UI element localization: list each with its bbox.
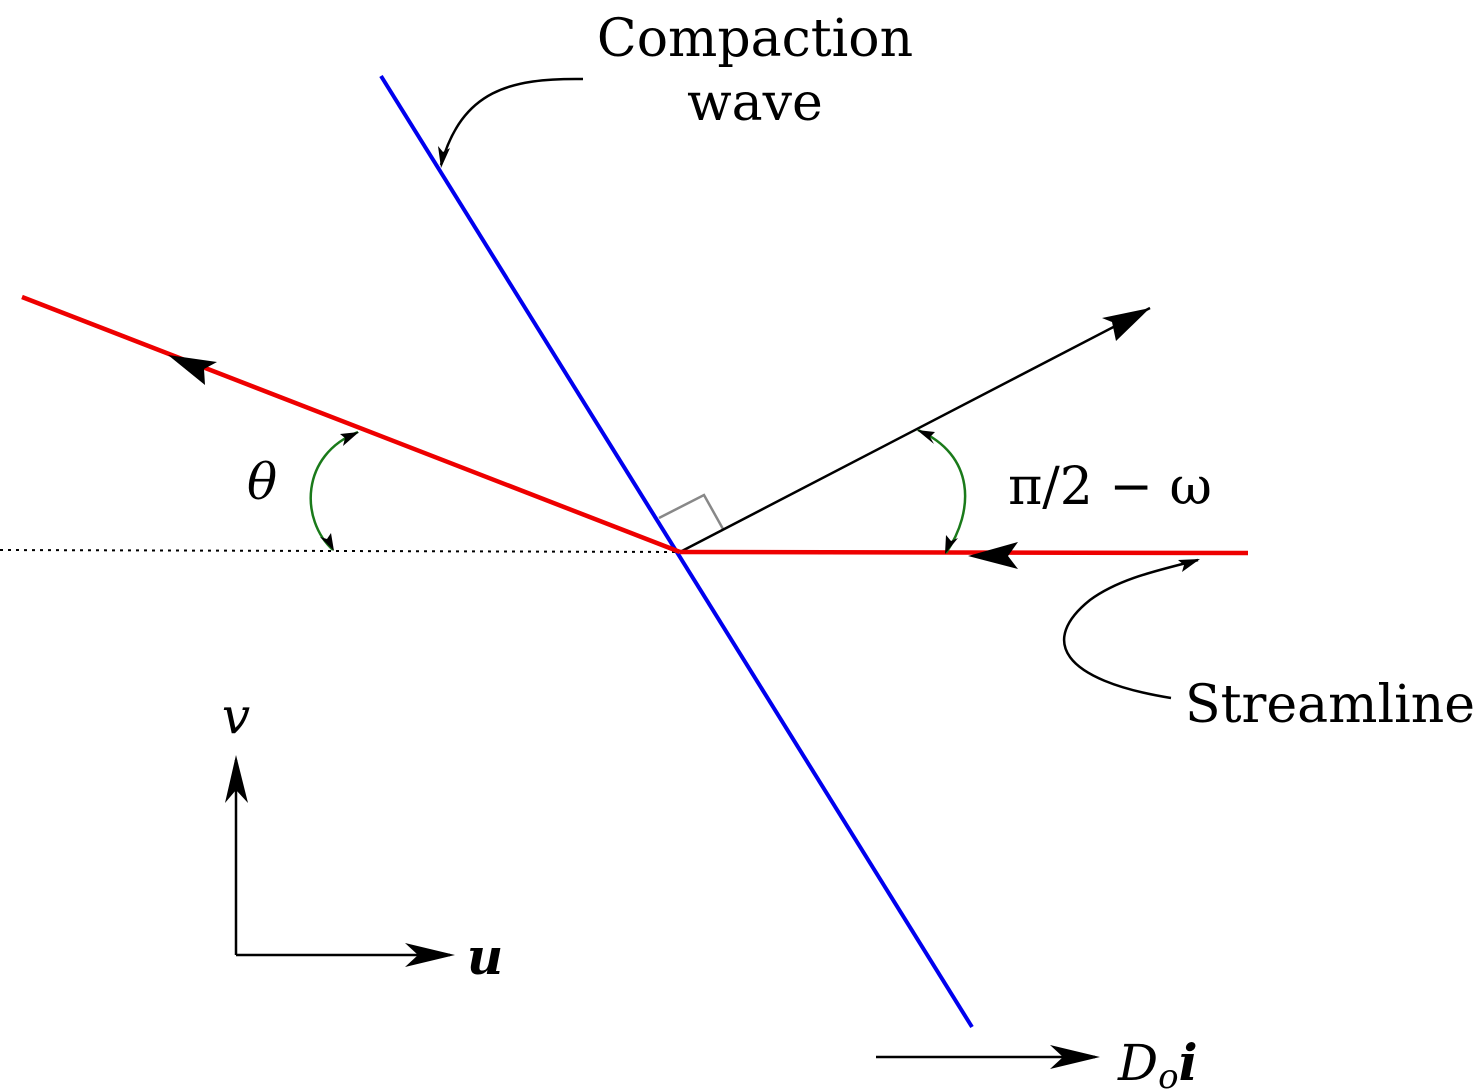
theta-arc-arrowhead-top xyxy=(340,432,359,446)
compaction-label-line2: wave xyxy=(687,73,823,133)
velocity-label: Doi xyxy=(1117,1033,1198,1091)
velocity-arrowhead xyxy=(1050,1045,1100,1069)
compaction-leader-curve xyxy=(439,77,584,166)
pi-half-minus-omega-label: π/2 − ω xyxy=(1008,457,1212,517)
u-axis-arrowhead xyxy=(405,943,455,967)
theta-arc-arrowhead-bottom xyxy=(320,533,334,551)
wave-normal-arrowhead xyxy=(1102,308,1150,341)
u-axis-label: u xyxy=(467,927,503,986)
velocity-label-D: D xyxy=(1117,1034,1158,1091)
reference-dotted-line xyxy=(0,549,681,553)
compaction-label-line1: Compaction xyxy=(597,9,913,69)
v-axis-arrowhead xyxy=(225,755,248,803)
pi-half-minus-omega-arc xyxy=(917,428,967,554)
streamline-downstream xyxy=(21,294,681,555)
theta-label: θ xyxy=(247,453,277,511)
compaction-leader-arrowhead xyxy=(438,146,450,168)
streamline-downstream-arrowhead xyxy=(168,355,217,385)
v-axis-label: v xyxy=(222,687,250,745)
velocity-label-i: i xyxy=(1179,1033,1198,1091)
streamline-label: Streamline xyxy=(1185,675,1475,735)
velocity-label-sub: o xyxy=(1158,1057,1178,1091)
streamline-leader-curve xyxy=(1062,558,1199,700)
streamline-upstream xyxy=(679,549,1249,556)
right-angle-marker xyxy=(658,493,725,530)
theta-angle-arc xyxy=(309,430,359,551)
streamline-leader-arrowhead xyxy=(1178,559,1200,572)
pi-arc-arrowhead-top xyxy=(917,430,935,444)
wave-normal-line xyxy=(679,306,1151,554)
pi-arc-arrowhead-bottom xyxy=(945,535,958,554)
streamline-upstream-arrowhead xyxy=(968,542,1018,569)
